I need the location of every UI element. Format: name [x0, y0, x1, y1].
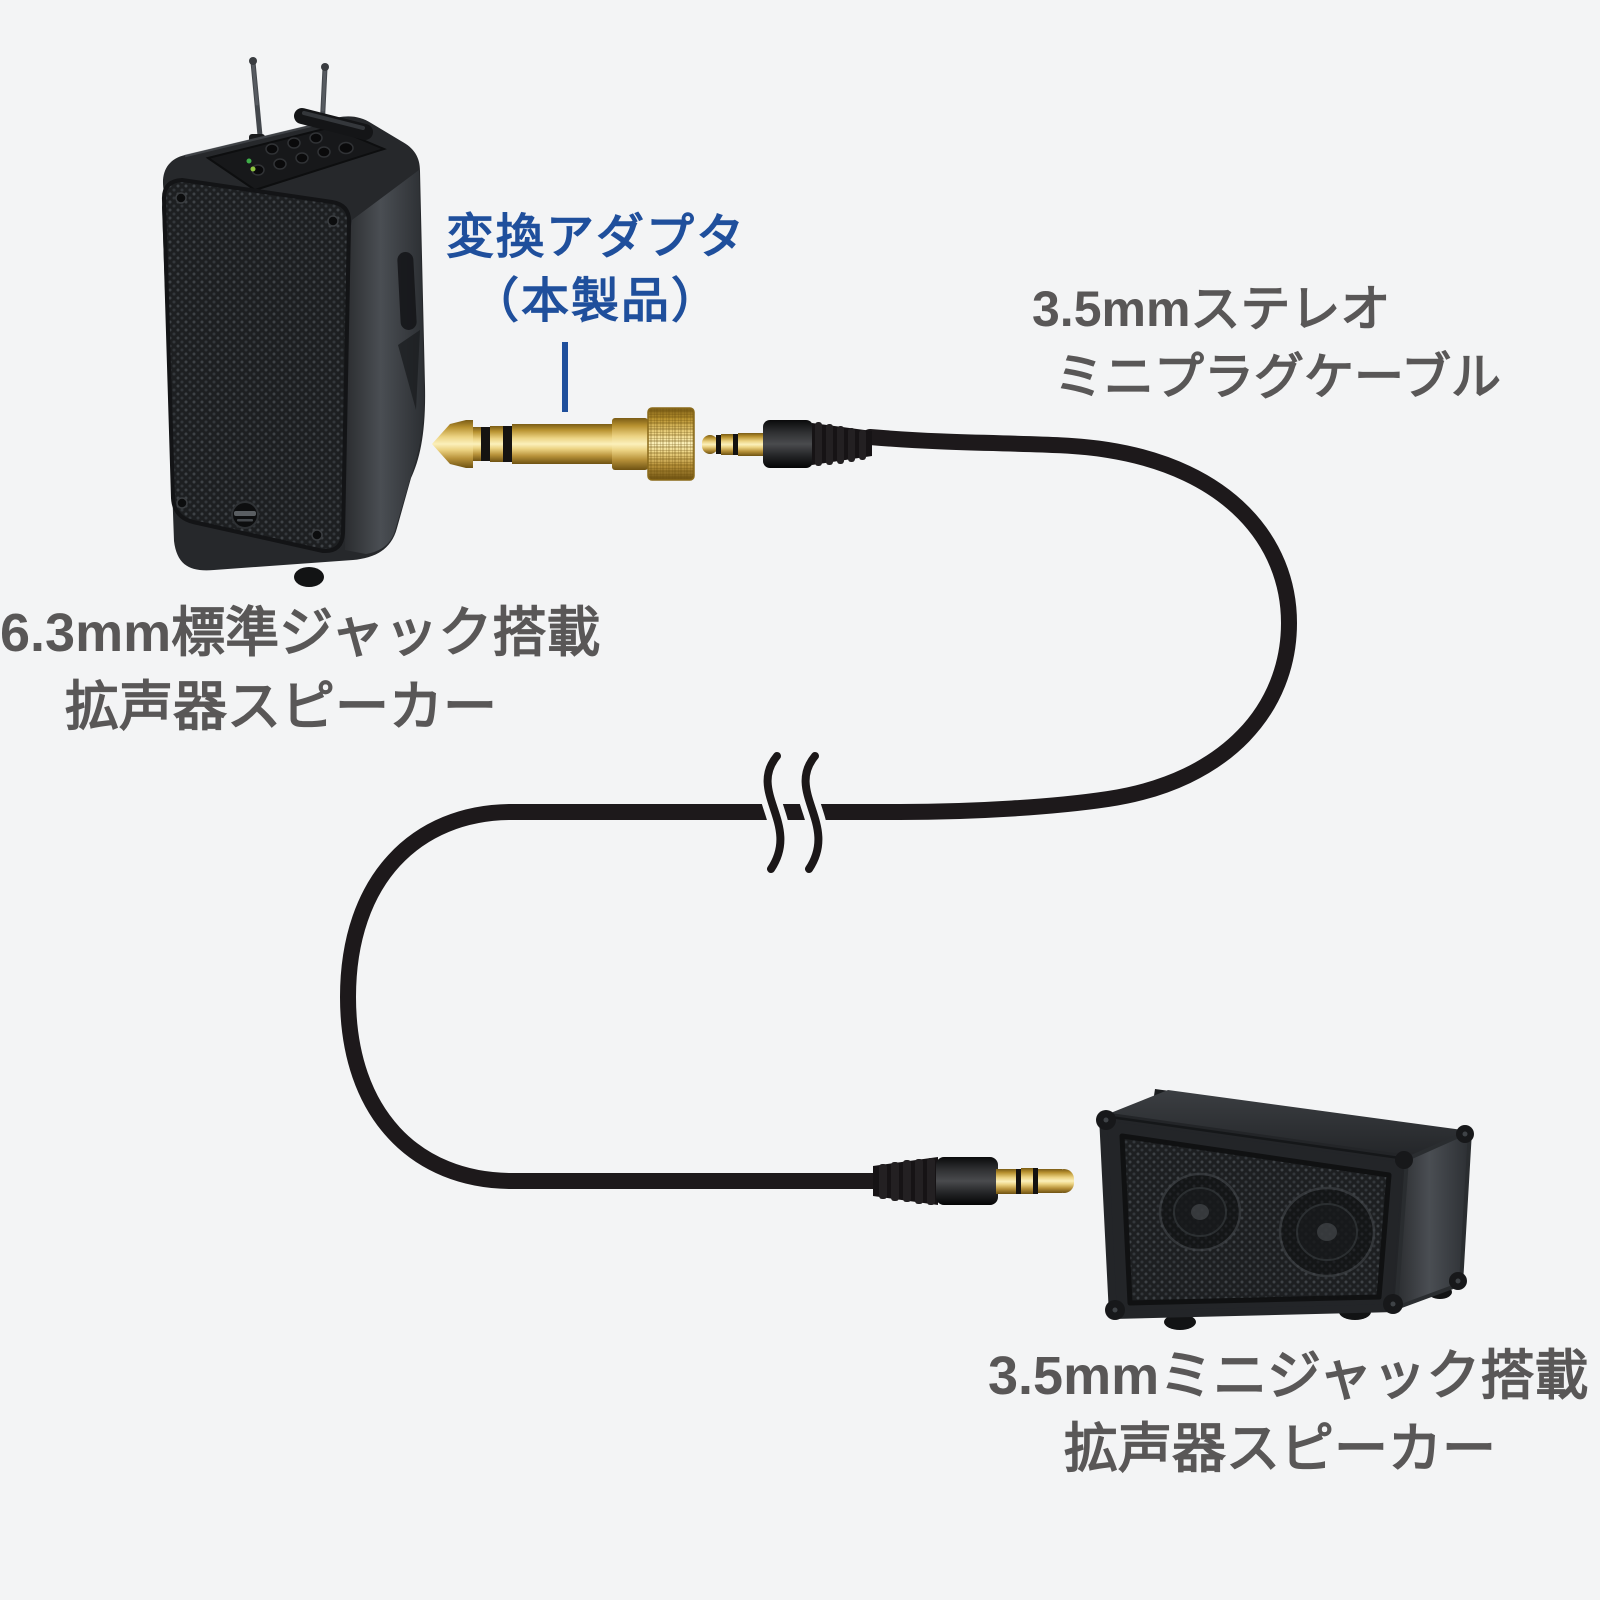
large-pa-speaker-image	[161, 57, 426, 587]
small-speaker-image	[1096, 1089, 1474, 1330]
cable-label-line1: 3.5mmステレオ	[1032, 281, 1391, 337]
adapter-knurl	[647, 407, 695, 481]
adapter-pointer-line	[562, 342, 568, 412]
brand-badge	[231, 501, 259, 529]
adapter-label: 変換アダプタ （本製品）	[400, 206, 792, 334]
control-panel	[205, 125, 387, 192]
cable-label-line2: ミニプラグケーブル	[1054, 349, 1501, 405]
conversion-adapter-image	[432, 407, 695, 481]
audio-cable	[339, 429, 1298, 1189]
stereo-mini-plug-top-image	[702, 420, 872, 468]
adapter-label-line1: 変換アダプタ	[445, 211, 746, 264]
speaker-driver	[1158, 1172, 1242, 1252]
cable-break-symbol	[757, 746, 829, 879]
handle-icon	[294, 108, 373, 140]
small-speaker-label-line1: 3.5mmミニジャック搭載	[988, 1346, 1589, 1406]
speaker-grille	[161, 178, 352, 554]
large-speaker-label-line1: 6.3mm標準ジャック搭載	[0, 603, 601, 663]
stereo-mini-plug-bottom-image	[873, 1157, 1074, 1205]
large-speaker-label-line2: 拡声器スピーカー	[65, 677, 497, 737]
adapter-label-line2: （本製品）	[470, 275, 721, 328]
small-speaker-label-line2: 拡声器スピーカー	[1064, 1419, 1496, 1479]
small-speaker-label: 3.5mmミニジャック搭載 拡声器スピーカー	[988, 1340, 1589, 1486]
large-speaker-label: 6.3mm標準ジャック搭載 拡声器スピーカー	[0, 596, 601, 744]
speaker-driver	[1278, 1186, 1376, 1278]
